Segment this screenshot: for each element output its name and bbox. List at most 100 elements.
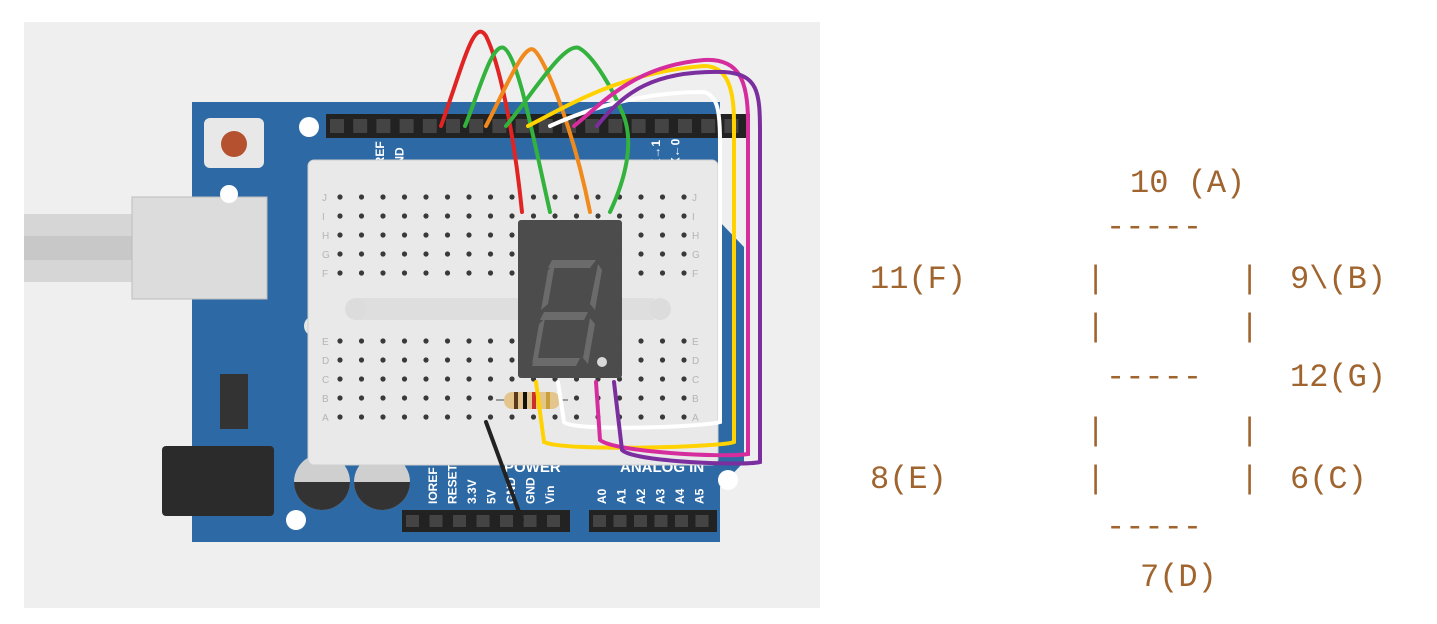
breadboard-hole [358,213,365,219]
seven-segment-pin-map: 10 (A) ----- 11(F) | | | | 9\(B) ----- 1… [830,140,1430,620]
breadboard-hole [638,232,644,238]
breadboard-hole [423,376,429,382]
breadboard-hole [659,357,666,363]
breadboard-hole [552,194,558,200]
analog-pin-label: A0 [595,488,609,504]
breadboard-holes [337,194,687,420]
row-letter: G [322,250,330,261]
power-jack [162,446,274,516]
breadboard-hole [423,338,429,344]
header-slot [695,515,709,527]
breadboard-hole [487,414,494,420]
mounting-hole [718,470,738,490]
header-slot [608,119,623,133]
row-letter: G [692,250,700,261]
breadboard-hole [573,414,580,420]
breadboard-hole [401,414,408,420]
breadboard-hole [423,270,429,276]
breadboard-hole [337,251,343,257]
header-slot [353,119,368,133]
breadboard-hole [444,232,451,238]
breadboard-hole [681,357,687,363]
breadboard-hole [681,395,687,401]
row-letter: A [692,413,699,424]
wire-green-b [504,45,631,214]
row-letter: F [692,269,698,280]
analog-pin-label: A2 [634,488,648,504]
breadboard-hole [444,357,451,363]
header-slot [429,515,443,527]
row-letter: J [692,193,697,204]
header-slot [422,119,437,133]
breadboard-hole [380,232,386,238]
power-pin-label: RESET [446,463,460,504]
breadboard-hole [681,251,687,257]
row-letter: J [322,193,327,204]
breadboard-hole [509,213,515,219]
breadboard-hole [487,213,494,219]
row-letter: H [322,231,329,242]
breadboard-hole [401,213,408,219]
mounting-hole [220,185,238,203]
row-letter: E [322,337,329,348]
breadboard-hole [659,395,666,401]
breadboard-hole [638,376,644,382]
capacitor-2-stripe [354,482,410,510]
breadboard-hole [358,232,365,238]
breadboard-hole [401,270,408,276]
breadboard-hole [444,395,451,401]
row-letter: C [322,375,329,386]
breadboard-hole [358,270,365,276]
breadboard-hole [444,338,451,344]
decimal-point [597,357,607,367]
usb-cable-groove [24,236,132,260]
breadboard-hole [466,338,472,344]
breadboard-hole [638,270,644,276]
breadboard-hole [337,357,343,363]
breadboard-hole [659,338,666,344]
usb-connector [131,196,268,300]
reset-button[interactable] [221,131,247,157]
segment-f-lower: | [1086,309,1106,346]
breadboard-hole [638,357,644,363]
breadboard-hole [638,414,644,420]
breadboard-hole [509,414,515,420]
breadboard-hole [573,395,580,401]
header-slot [453,515,466,527]
breadboard-hole [659,270,666,276]
breadboard-hole [380,270,386,276]
breadboard-hole [552,213,558,219]
power-pin-label: 3.3V [465,479,479,504]
header-slot [406,515,419,527]
header-slot [469,119,484,133]
wire-red [439,29,524,214]
power-pin-label: IOREF [426,467,440,504]
segment-e-lower: | [1086,461,1106,498]
breadboard-hole [466,251,472,257]
breadboard-hole [380,194,386,200]
breadboard-hole [423,194,429,200]
mounting-hole [299,117,319,137]
breadboard-hole [401,338,408,344]
breadboard-hole [681,270,687,276]
header-slot [634,515,647,527]
breadboard-hole [638,213,644,219]
breadboard-hole [487,395,494,401]
breadboard-hole [530,213,537,219]
breadboard-hole [401,232,408,238]
breadboard-hole [358,357,365,363]
breadboard-hole [509,338,515,344]
breadboard-hole-mount [345,298,367,320]
breadboard-hole [487,357,494,363]
breadboard-hole [423,357,429,363]
power-pin-label: Vin [543,486,557,504]
breadboard-hole [681,232,687,238]
header-slot [492,119,507,133]
analog-pin-label: A5 [693,488,707,504]
breadboard-hole [380,251,386,257]
breadboard-hole [401,194,408,200]
breadboard-hole-mount [649,298,671,320]
row-letter: B [692,394,699,405]
breadboard-hole [380,376,386,382]
breadboard-hole [487,270,494,276]
